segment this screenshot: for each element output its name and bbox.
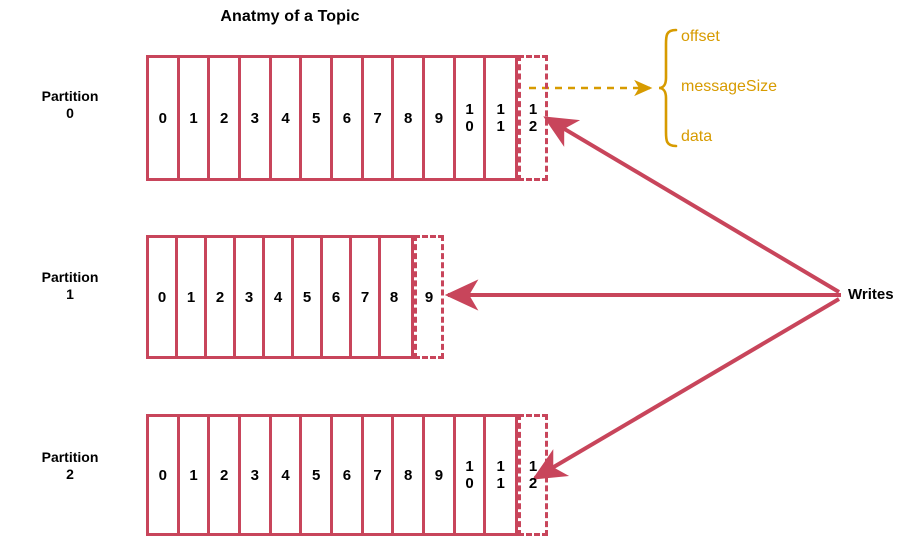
arrow-writes-to-partition-2 [532,297,841,480]
cell: 2 [207,238,236,356]
cell: 6 [333,58,364,178]
partition-label-2-number: 2 [66,466,74,482]
partition-0-ghost-cell: 1 2 [518,55,548,181]
page-title: Anatmy of a Topic [220,8,360,25]
cell: 8 [394,58,426,178]
partition-2-ghost-cell: 1 2 [518,414,548,536]
cell: 7 [364,58,395,178]
partition-2-cells: 0 1 2 3 4 5 6 7 8 9 1 0 1 1 [146,414,518,536]
cell: 1 [180,58,211,178]
cell: 9 [425,58,456,178]
partition-label-1-number: 1 [66,286,74,302]
cell: 9 [425,417,456,533]
cell: 3 [241,58,272,178]
cell: 1 [180,417,211,533]
partition-row-2: 0 1 2 3 4 5 6 7 8 9 1 0 1 1 1 2 [146,414,548,536]
cell: 5 [294,238,323,356]
cell: 1 1 [496,458,505,492]
partition-0-cells: 0 1 2 3 4 5 6 7 8 9 1 0 1 1 [146,55,518,181]
cell: 0 [149,238,178,356]
partition-label-2-name: Partition [41,449,99,465]
partition-label-2: Partition 2 [10,449,130,483]
cell: 8 [389,288,399,306]
writes-label: Writes [848,286,894,303]
cell: 6 [323,238,352,356]
cell: 1 [178,238,207,356]
partition-label-0: Partition 0 [10,88,130,122]
cell: 4 [272,417,303,533]
partition-label-0-name: Partition [41,88,99,104]
partition-label-1-name: Partition [41,269,99,285]
partition-row-1: 0 1 2 3 4 5 6 7 8 9 [146,235,446,359]
partition-label-1: Partition 1 [10,269,130,303]
cell: 0 [149,58,180,178]
partition-1-ghost-cell: 9 [414,235,444,359]
cell: 3 [241,417,272,533]
cell: 6 [333,417,364,533]
cell: 3 [236,238,265,356]
cell: 4 [272,58,303,178]
cell: 1 1 [496,101,505,135]
cell: 7 [352,238,381,356]
arrow-writes-to-partition-0 [543,116,841,294]
cell: 2 [210,58,242,178]
cell: 7 [364,417,395,533]
message-field-data: data [681,128,713,145]
cell: 2 [210,417,242,533]
cell: 4 [265,238,294,356]
cell: 8 [394,417,426,533]
message-field-offset: offset [681,28,720,45]
partition-1-cells: 0 1 2 3 4 5 6 7 8 [146,235,414,359]
cell: 1 0 [456,58,487,178]
cell: 0 [149,417,180,533]
partition-row-0: 0 1 2 3 4 5 6 7 8 9 1 0 1 1 1 2 [146,55,548,181]
message-anatomy-brace [658,28,678,148]
cell: 1 0 [456,417,487,533]
cell: 5 [302,417,334,533]
cell: 5 [302,58,334,178]
message-field-messagesize: messageSize [681,78,778,95]
partition-label-0-number: 0 [66,105,74,121]
